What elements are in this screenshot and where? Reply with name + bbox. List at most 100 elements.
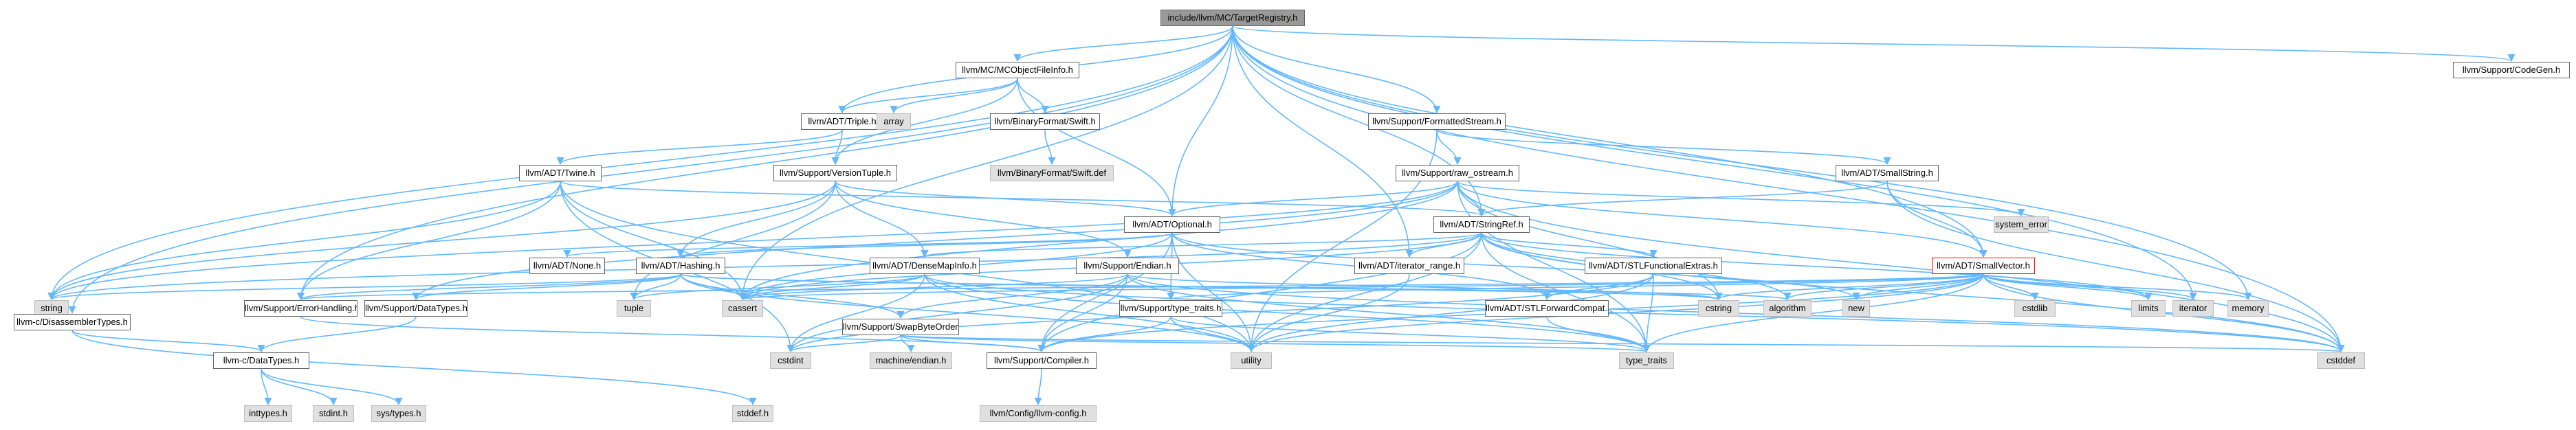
edge-dmi-to-cassert [738,273,925,301]
edge-endian-to-cstring [1127,273,1723,301]
edge-hashing-to-utility [680,273,1255,353]
edge-typetraits-to-utility [1170,316,1255,353]
edge-root-to-fmtstream [1232,25,1441,114]
edge-smallvec-to-limits [1983,273,2153,301]
edge-dmi-to-tuple [630,273,925,301]
edge-compiler-to-llvmconfig [1034,368,1042,406]
edge-endian-to-swapbo [896,273,1128,319]
node-codegen[interactable]: llvm/Support/CodeGen.h [2453,62,2570,78]
edge-optional-to-new [1171,232,1860,301]
edge-smallvec-to-memory [1983,273,2252,301]
edge-hashing-to-errh [297,273,681,301]
edge-smallvec-to-typetraits [1167,273,1984,301]
edge-triple-to-vtuple [831,129,843,166]
edge-rawos-to-cstddef [1457,181,2345,353]
edge-stringref-to-string [47,232,1482,301]
edge-rawos-to-optional [1168,181,1458,217]
edge-smallvec-to-cstring [1715,273,1984,301]
node-mcofi[interactable]: llvm/MC/MCObjectFileInfo.h [956,62,1079,78]
edge-root-to-memory [1232,25,2252,301]
node-stdint: stdint.h [313,405,354,422]
node-cstdlib: cstdlib [2014,300,2056,317]
node-itrange[interactable]: llvm/ADT/iterator_range.h [1354,258,1464,274]
node-twine[interactable]: llvm/ADT/Twine.h [519,165,602,181]
node-bfswiftdef: llvm/BinaryFormat/Swift.def [990,165,1114,181]
edge-smallvec-to-cassert [739,273,1984,301]
edge-smallstr-to-stringref [1477,181,1888,217]
edge-smallvec-to-stdtt [1642,273,1984,353]
node-typetraits[interactable]: llvm/Support/type_traits.h [1119,300,1222,317]
node-hashing[interactable]: llvm/ADT/Hashing.h [636,258,725,274]
edge-twine-to-stringref [560,181,1486,217]
edge-root-to-string [47,25,1233,301]
node-vtuple[interactable]: llvm/Support/VersionTuple.h [773,165,897,181]
node-memory: memory [2227,300,2269,317]
edge-cdatatypes-to-systypes [261,368,403,406]
node-tuple: tuple [617,300,651,317]
node-smallvec[interactable]: llvm/ADT/SmallVector.h [1932,258,2035,274]
edge-cdatatypes-to-stdint [261,368,338,406]
node-dmi[interactable]: llvm/ADT/DenseMapInfo.h [870,258,980,274]
node-utility: utility [1231,352,1272,369]
node-triple[interactable]: llvm/ADT/Triple.h [801,113,883,130]
node-algorithm: algorithm [1763,300,1812,317]
node-bfswift[interactable]: llvm/BinaryFormat/Swift.h [990,113,1100,130]
edge-hashing-to-string [47,273,681,301]
node-syserr: system_error [1994,216,2049,233]
edge-swapbo-to-stdtt [900,335,1650,353]
edge-root-to-itrange [1232,25,1413,258]
node-endian[interactable]: llvm/Support/Endian.h [1076,258,1179,274]
edge-typetraits-to-stdtt [1170,316,1651,353]
edge-triple-to-twine [556,129,843,166]
edge-root-to-smallvec [1232,25,1988,258]
node-optional[interactable]: llvm/ADT/Optional.h [1124,216,1220,233]
node-stlfwd[interactable]: llvm/ADT/STLForwardCompat.h [1485,300,1609,317]
node-datatypes[interactable]: llvm/Support/DataTypes.h [364,300,467,317]
edge-vtuple-to-optional [835,181,1176,217]
node-cdatatypes[interactable]: llvm-c/DataTypes.h [213,352,309,369]
node-rawos[interactable]: llvm/Support/raw_ostream.h [1396,165,1519,181]
node-errh[interactable]: llvm/Support/ErrorHandling.h [244,300,357,317]
edge-smallvec-to-algorithm [1783,273,1984,301]
node-systypes: sys/types.h [371,405,426,422]
edge-smallvec-to-errh [298,273,1984,301]
node-compiler[interactable]: llvm/Support/Compiler.h [987,352,1097,369]
node-disasm[interactable]: llvm-c/DisassemblerTypes.h [14,314,131,330]
node-none[interactable]: llvm/ADT/None.h [529,258,605,274]
edge-root-to-disasm [68,25,1233,315]
node-stlfx[interactable]: llvm/ADT/STLFunctionalExtras.h [1585,258,1722,274]
edge-vtuple-to-tuple [630,181,836,301]
edge-rawos-to-string [47,181,1458,301]
node-fmtstream[interactable]: llvm/Support/FormattedStream.h [1368,113,1506,130]
edge-stringref-to-compiler [1037,232,1482,353]
edge-stringref-to-dmi [921,232,1482,258]
node-stdtt: type_traits [1619,352,1674,369]
edge-disasm-to-stddef [71,330,757,406]
edge-rawos-to-smallvec [1457,181,1988,258]
edge-smallvec-to-new [1852,273,1984,301]
edge-bfswift-to-bfswiftdef [1044,129,1056,166]
edge-root-to-optional [1168,25,1233,217]
edge-rawos-to-syserr [1457,181,2025,217]
node-stringref[interactable]: llvm/ADT/StringRef.h [1433,216,1530,233]
node-new: new [1842,300,1870,317]
node-cstring: cstring [1698,300,1739,317]
edge-fmtstream-to-rawos [1436,129,1462,166]
edge-mcofi-to-triple [838,78,1018,114]
node-limits: limits [2131,300,2166,317]
edge-swapbo-to-compiler [900,335,1046,353]
node-cstddef: cstddef [2317,352,2365,369]
edge-smallstr-to-smallvec [1886,181,1988,258]
edge-optional-to-compiler [1037,232,1173,353]
node-smallstr[interactable]: llvm/ADT/SmallString.h [1836,165,1939,181]
node-swapbo[interactable]: llvm/Support/SwapByteOrder.h [842,319,959,335]
edge-fmtstream-to-smallstr [1436,129,1891,166]
edge-root-to-cstddef [1232,25,2345,353]
edge-swapbo-to-cstddef [900,335,2344,353]
edge-swapbo-to-machendian [900,335,915,353]
edge-root-to-errh [296,25,1233,301]
edge-hashing-to-datatypes [412,273,681,301]
node-array: array [877,113,911,130]
edge-rawos-to-datatypes [412,181,1458,301]
